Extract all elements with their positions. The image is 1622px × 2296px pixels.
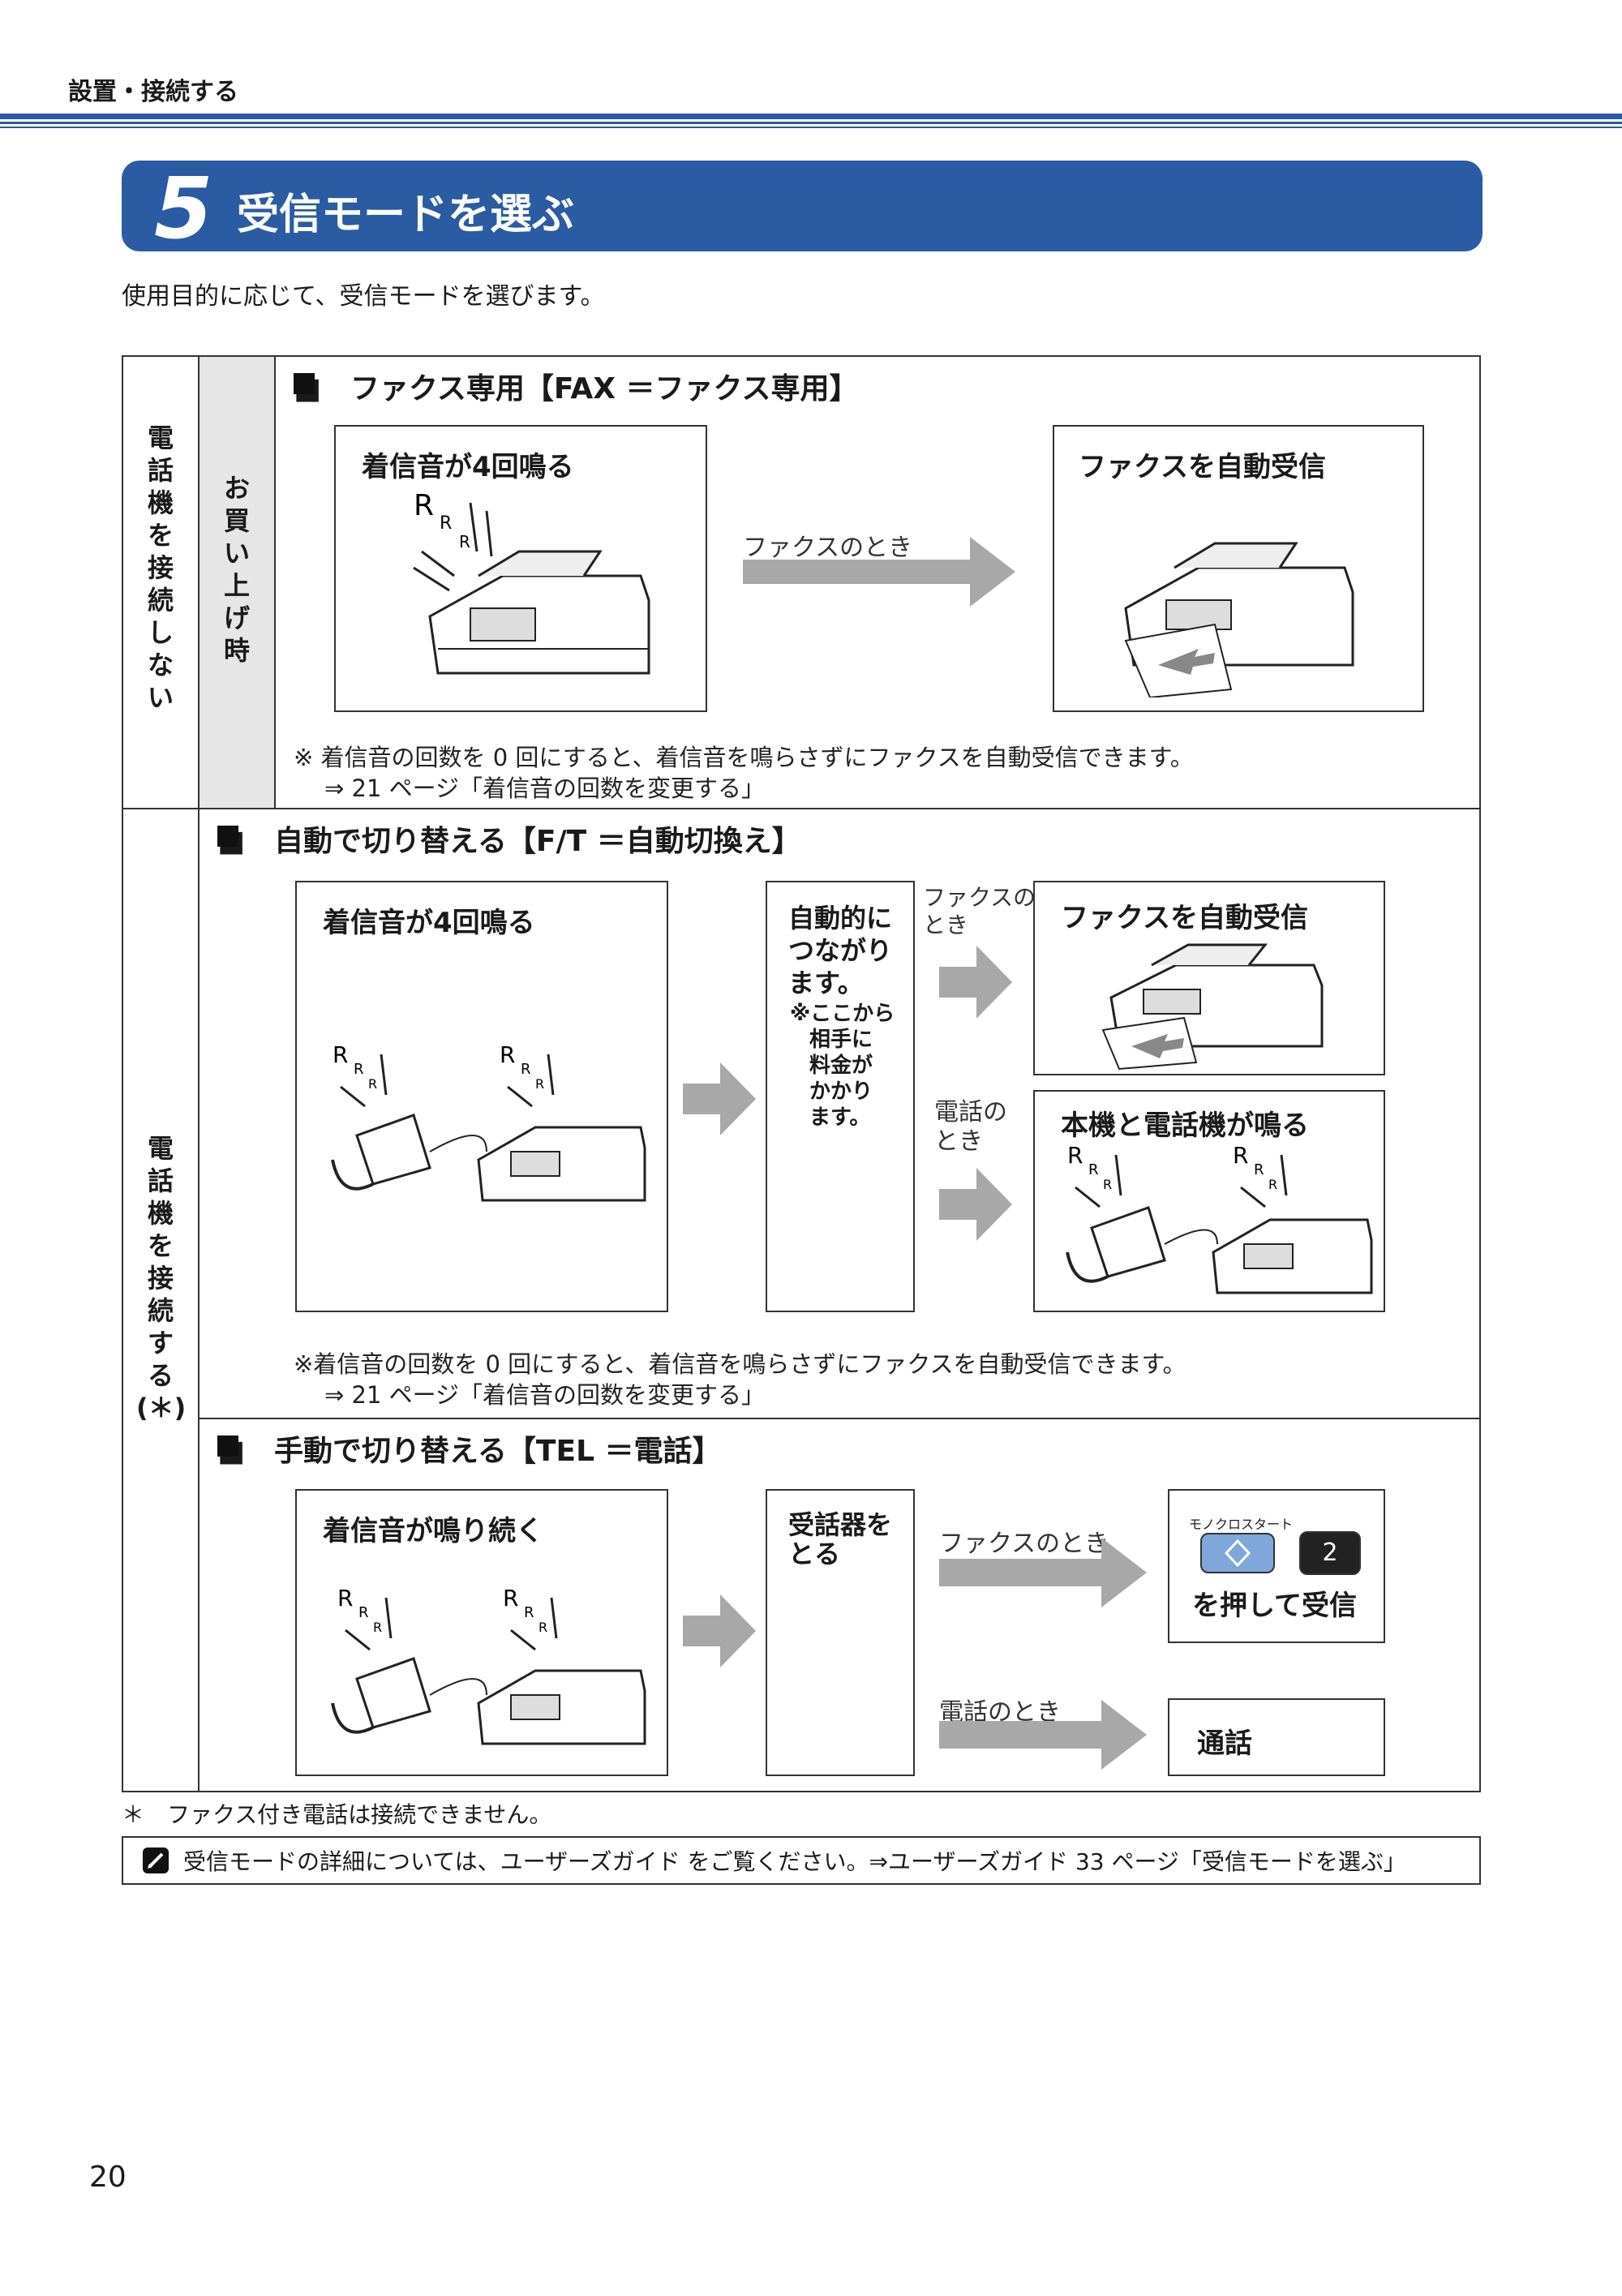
ft-fax-result-title: ファクスを自動受信 <box>1061 902 1308 934</box>
ft-auto-title: 自動的につながります。 <box>788 903 893 998</box>
svg-text:R: R <box>521 1061 531 1078</box>
title-banner <box>122 161 1483 251</box>
tel-arrow-1 <box>683 1594 756 1667</box>
ft-heading: ■ 自動で切り替える【F/T ＝自動切換え】 <box>217 825 801 858</box>
ft-fax-arrow <box>939 946 1012 1019</box>
ft-charge-note: ※ここから 相手に 料金が かかり ます。 <box>790 1002 895 1130</box>
tel-heading-bullet <box>217 1436 238 1457</box>
tel-heading: ■ 手動で切り替える【TEL ＝電話】 <box>217 1435 722 1468</box>
fax-heading: ■ ファクス専用【FAX ＝ファクス専用】 <box>294 372 859 406</box>
ft-note-1: ※着信音の回数を 0 回にすると、着信音を鳴らさずにファクスを自動受信できます。 <box>294 1350 1186 1378</box>
tel-call-box <box>1168 1698 1385 1776</box>
svg-text:R: R <box>440 513 452 534</box>
ft-ring-box <box>295 881 668 1312</box>
label-at-purchase: お買い上げ時 <box>223 473 250 666</box>
press-to-receive: を押して受信 <box>1192 1590 1357 1622</box>
svg-text:R: R <box>414 489 434 522</box>
svg-text:R: R <box>1088 1161 1099 1178</box>
phone-and-fax-continuous-ring-illustration: R R R R R R <box>331 1585 646 1745</box>
tel-pickup-title: 受話器をとる <box>788 1509 893 1569</box>
tel-call-arrow <box>939 1700 1147 1770</box>
page-title: 受信モードを選ぶ <box>237 191 575 239</box>
ft-auto-box <box>766 881 915 1312</box>
label-no-phone: 電話機を接続しない <box>147 423 174 713</box>
svg-text:R: R <box>503 1585 518 1611</box>
col-divider-1 <box>198 355 200 1792</box>
tel-call-text: 通話 <box>1197 1727 1252 1760</box>
tel-pickup-box <box>766 1489 915 1776</box>
svg-text:R: R <box>358 1604 369 1621</box>
ft-fax-label: ファクスのとき <box>923 884 1036 938</box>
section-header: 設置・接続する <box>68 78 238 106</box>
header-rule-thinner <box>0 127 1622 128</box>
svg-text:R: R <box>1268 1177 1277 1192</box>
fax-auto-receive-illustration <box>1101 943 1324 1071</box>
tel-ring-title: 着信音が鳴り続く <box>323 1515 543 1547</box>
footnote: ＊ ファクス付き電話は接続できません。 <box>122 1801 552 1828</box>
tel-fax-arrow <box>939 1538 1147 1607</box>
svg-text:R: R <box>337 1585 353 1611</box>
ft-heading-bullet <box>217 826 238 847</box>
fax-arrow-label: ファクスのとき <box>743 534 913 562</box>
svg-text:R: R <box>524 1604 534 1621</box>
fax-heading-bullet <box>294 373 315 394</box>
svg-text:R: R <box>1233 1142 1248 1169</box>
fax-receive-title: ファクスを自動受信 <box>1079 451 1326 483</box>
svg-text:R: R <box>1103 1177 1112 1192</box>
header-rule-thin <box>0 122 1622 124</box>
ft-tel-result-title: 本機と電話機が鳴る <box>1061 1109 1309 1142</box>
tip-text: 受信モードの詳細については、ユーザーズガイド をご覧ください。⇒ユーザーズガイド… <box>183 1848 1406 1875</box>
fax-machine-ringing-illustration: R R R <box>413 489 650 675</box>
ft-ring-title: 着信音が4回鳴る <box>323 907 535 939</box>
header-rule <box>0 114 1622 119</box>
pencil-note-icon <box>143 1848 169 1873</box>
svg-text:R: R <box>535 1076 544 1092</box>
fax-ring-title: 着信音が4回鳴る <box>362 451 574 483</box>
purchase-band <box>200 357 274 808</box>
page-number: 20 <box>89 2161 127 2194</box>
key-2-icon: 2 <box>1299 1531 1361 1575</box>
row-divider-1 <box>122 808 1481 809</box>
fax-note-2: ⇒ 21 ページ「着信音の回数を変更する」 <box>324 775 766 802</box>
fax-arrow <box>743 537 1015 607</box>
ft-arrow-1 <box>683 1062 756 1135</box>
phone-and-fax-ringing-illustration: R R R R R R <box>331 1041 646 1202</box>
tip-box <box>122 1836 1481 1885</box>
svg-text:R: R <box>1254 1161 1264 1178</box>
ft-tel-label: 電話のとき <box>934 1098 1007 1156</box>
lead-text: 使用目的に応じて、受信モードを選びます。 <box>122 282 605 311</box>
mode-table <box>122 355 1481 1792</box>
col-divider-2 <box>274 355 276 808</box>
svg-text:R: R <box>539 1620 547 1635</box>
svg-text:R: R <box>333 1041 348 1068</box>
mono-start-label: モノクロスタート <box>1189 1517 1294 1532</box>
row-divider-2 <box>198 1418 1481 1419</box>
tel-fax-label: ファクスのとき <box>939 1530 1109 1558</box>
phone-and-fax-ring-illustration: R R R R R R <box>1066 1142 1373 1294</box>
svg-text:R: R <box>1067 1142 1083 1169</box>
ft-note-2: ⇒ 21 ページ「着信音の回数を変更する」 <box>324 1381 766 1409</box>
label-with-phone: 電話機を接続する(＊) <box>136 1133 187 1423</box>
mono-start-key-icon <box>1200 1533 1275 1573</box>
fax-machine-receiving-illustration <box>1124 542 1354 697</box>
svg-text:R: R <box>500 1041 515 1068</box>
svg-text:R: R <box>459 532 470 551</box>
svg-text:R: R <box>368 1076 377 1092</box>
step-number: 5 <box>154 159 212 258</box>
svg-text:R: R <box>354 1061 364 1078</box>
svg-text:R: R <box>373 1620 382 1635</box>
fax-note-1: ※ 着信音の回数を 0 回にすると、着信音を鳴らさずにファクスを自動受信できます… <box>294 744 1194 771</box>
ft-tel-arrow <box>939 1168 1012 1241</box>
